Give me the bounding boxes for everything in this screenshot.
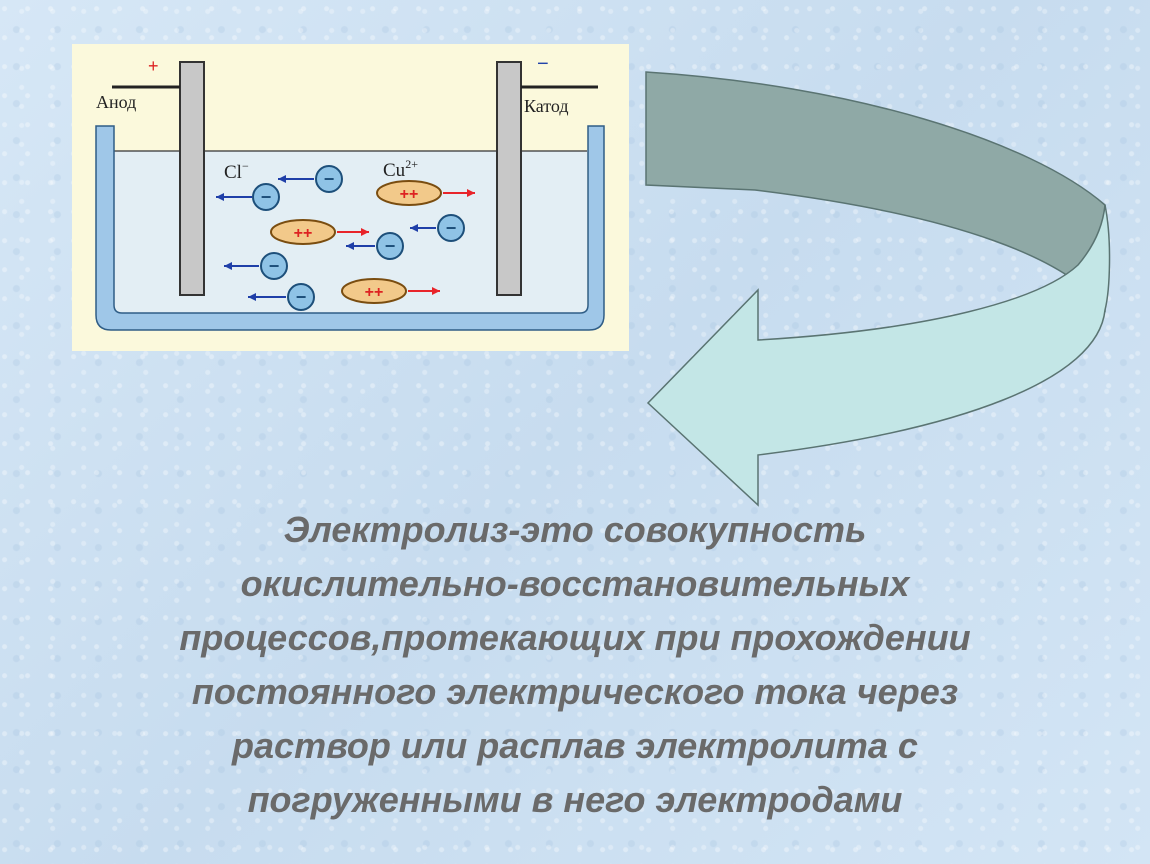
anion-arrow [216, 193, 252, 201]
cation: ++ [376, 180, 442, 206]
anion-arrow [248, 293, 286, 301]
anion: − [260, 252, 288, 280]
anion: − [315, 165, 343, 193]
anion-symbol: − [385, 236, 396, 256]
cathode-electrode [496, 61, 522, 296]
anion: − [252, 183, 280, 211]
anion: − [376, 232, 404, 260]
definition-line-2: окислительно-восстановительных [240, 563, 910, 604]
cation-arrow [443, 189, 475, 197]
anode-label: Анод [96, 92, 136, 112]
cation-arrow [337, 228, 369, 236]
curved-arrow [645, 71, 1111, 507]
electrolysis-diagram: Анод Катод + − Cl− Cu2+ −−++++−−−++− [72, 44, 629, 351]
curved-arrow-bottom-band [646, 204, 1111, 507]
anion-symbol: − [324, 169, 335, 189]
cation: ++ [341, 278, 407, 304]
anion-label-charge: − [242, 159, 249, 173]
cation-arrow [408, 287, 440, 295]
anion: − [437, 214, 465, 242]
anion-arrow [224, 262, 259, 270]
curved-arrow-top-band [645, 71, 1106, 313]
definition-line-1: Электролиз-это совокупность [283, 509, 867, 550]
anion-symbol: − [269, 256, 280, 276]
cation-label-charge: 2+ [405, 157, 418, 171]
cathode-label: Катод [524, 96, 569, 116]
cation-symbol: ++ [365, 284, 384, 301]
cation-label: Cu2+ [383, 157, 418, 181]
definition-text: Электролиз-это совокупность окислительно… [60, 503, 1090, 827]
ions-group: −−++++−−−++− [216, 165, 475, 311]
anion: − [287, 283, 315, 311]
anion-label-text: Cl [224, 162, 242, 183]
anion-arrow [346, 242, 375, 250]
vessel [95, 125, 605, 331]
anion-symbol: − [261, 187, 272, 207]
anion-symbol: − [446, 218, 457, 238]
cation-label-text: Cu [383, 160, 406, 181]
anion-arrow [278, 175, 314, 183]
definition-line-3: процессов,протекающих при прохождении [179, 617, 971, 658]
cation-symbol: ++ [294, 225, 313, 242]
anion-symbol: − [296, 287, 307, 307]
cation-symbol: ++ [400, 186, 419, 203]
cation: ++ [270, 219, 336, 245]
definition-line-6: погруженными в него электродами [247, 779, 903, 820]
anode-sign: + [148, 56, 159, 76]
cathode-sign: − [537, 53, 549, 75]
anion-label: Cl− [224, 159, 249, 183]
anode-electrode [179, 61, 205, 296]
definition-line-4: постоянного электрического тока через [191, 671, 959, 712]
definition-line-5: раствор или расплав электролита с [232, 725, 918, 766]
anion-arrow [410, 224, 436, 232]
